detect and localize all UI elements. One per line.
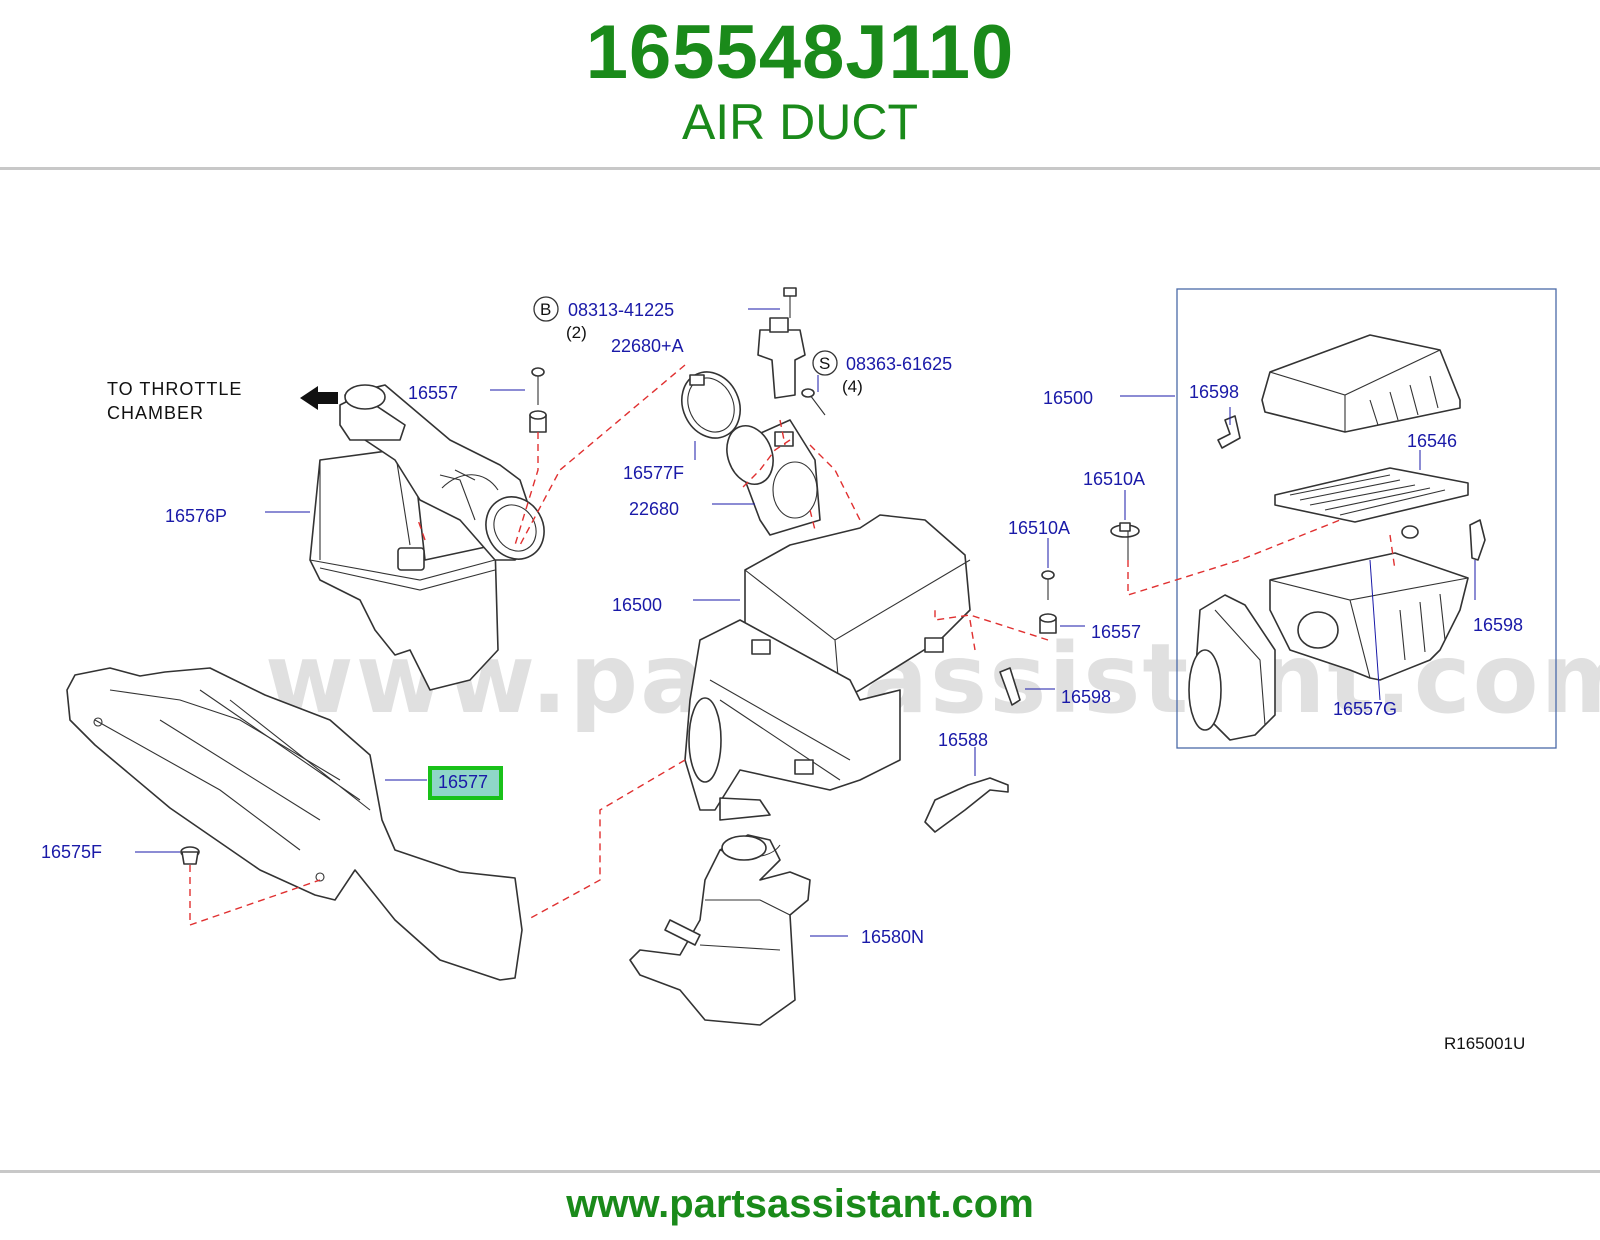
note-to-throttle-line2: CHAMBER [107, 403, 204, 423]
top-divider [0, 167, 1600, 170]
callout-16510a-low[interactable]: 16510A [1008, 518, 1070, 538]
callout-16577[interactable]: 16577 [438, 772, 488, 792]
note-to-throttle-line1: TO THROTTLE [107, 379, 242, 399]
leader-lines [135, 308, 1476, 937]
grommet-16575f-drawing [180, 846, 200, 865]
callout-16546[interactable]: 16546 [1407, 431, 1457, 451]
resonator-16580n-drawing [629, 834, 811, 1026]
resonator-16576p-drawing [309, 449, 499, 691]
diagram-reference-code: R165001U [1444, 1034, 1525, 1053]
callout-08363-61625[interactable]: 08363-61625 [846, 354, 952, 374]
callout-16598-mid[interactable]: 16598 [1061, 687, 1111, 707]
callout-08313-41225[interactable]: 08313-41225 [568, 300, 674, 320]
callout-16577f[interactable]: 16577F [623, 463, 684, 483]
clip-16598-mid-drawing [999, 667, 1021, 706]
callout-16598-inset-right[interactable]: 16598 [1473, 615, 1523, 635]
callout-08313-qty: (2) [566, 323, 587, 342]
callout-16557-right[interactable]: 16557 [1091, 622, 1141, 642]
part-name-subtitle: AIR DUCT [681, 94, 919, 150]
callout-16510a-top[interactable]: 16510A [1083, 469, 1145, 489]
callout-22680a[interactable]: 22680+A [611, 336, 684, 356]
air-cleaner-16500-drawing [684, 514, 971, 821]
throttle-duct-drawing [339, 384, 545, 561]
sensor-22680a-drawing [757, 317, 806, 399]
inset-filter-16546-drawing [1274, 467, 1469, 523]
callout-16575f[interactable]: 16575F [41, 842, 102, 862]
air-duct-16577-drawing [66, 667, 523, 981]
bolt-16510a-top-drawing [1110, 522, 1140, 560]
dashed-connections [189, 364, 1396, 926]
callout-08363-qty: (4) [842, 377, 863, 396]
callout-16500-inset[interactable]: 16500 [1043, 388, 1093, 408]
callout-16588[interactable]: 16588 [938, 730, 988, 750]
b-circle-icon [533, 296, 559, 322]
inset-duct-drawing [1188, 594, 1276, 741]
callout-16598-inset-top[interactable]: 16598 [1189, 382, 1239, 402]
callout-16580n[interactable]: 16580N [861, 927, 924, 947]
header: 165548J110 AIR DUCT [0, 0, 1600, 168]
grommet-16557-right-drawing [1039, 613, 1057, 634]
inset-lower-case-drawing [1269, 525, 1469, 681]
callout-22680[interactable]: 22680 [629, 499, 679, 519]
inset-clip-16598-right-drawing [1469, 519, 1486, 561]
callout-s-letter: S [819, 354, 830, 373]
grommet-16557-top-drawing [529, 367, 547, 433]
inset-upper-cover-drawing [1261, 334, 1461, 433]
part-number-title: 165548J110 [585, 10, 1015, 95]
callout-b-letter: B [540, 300, 551, 319]
callout-16557-top[interactable]: 16557 [408, 383, 458, 403]
callout-16557g[interactable]: 16557G [1333, 699, 1397, 719]
highlighted-part-box [428, 766, 503, 800]
s-circle-icon [812, 350, 838, 376]
bolt-16510a-low-drawing [1041, 570, 1055, 600]
bolt-08363-drawing [801, 388, 826, 416]
clamp-16577f-drawing [681, 371, 741, 439]
bracket-16588-drawing [924, 777, 1009, 833]
inset-clip-16598-top-drawing [1217, 415, 1241, 449]
assembly-inset-box [1176, 288, 1557, 749]
throttle-direction-arrow [300, 386, 338, 410]
callout-16500-main[interactable]: 16500 [612, 595, 662, 615]
maf-housing-22680-drawing [726, 419, 821, 536]
bolt-08313-drawing [783, 287, 797, 318]
footer-url[interactable]: www.partsassistant.com [566, 1182, 1034, 1226]
bottom-divider [0, 1170, 1600, 1173]
callout-16576p[interactable]: 16576P [165, 506, 227, 526]
